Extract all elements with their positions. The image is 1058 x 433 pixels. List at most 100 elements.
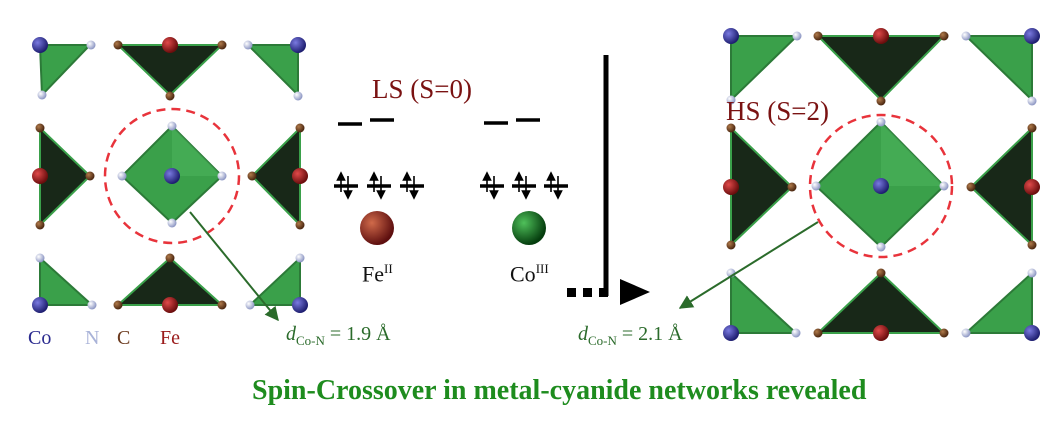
co-atom (290, 37, 306, 53)
n-atom (876, 242, 886, 252)
n-atom (876, 117, 886, 127)
n-atom (117, 171, 127, 181)
fe-ion-label: FeII (362, 261, 393, 287)
c-atom (295, 220, 305, 230)
c-atom (876, 268, 886, 278)
octahedron-fragment (815, 35, 947, 102)
c-atom (939, 31, 949, 41)
octahedron-fragment (815, 271, 947, 334)
n-atom (37, 90, 47, 100)
c-atom (217, 300, 227, 310)
c-atom (939, 328, 949, 338)
legend-n: N (85, 327, 100, 349)
c-atom (35, 123, 45, 133)
co-atom (1024, 28, 1040, 44)
legend-c: C (117, 327, 131, 349)
fe-atom (162, 37, 178, 53)
co-atom (32, 37, 48, 53)
octahedron-fragment (969, 125, 1033, 248)
c-atom (1027, 123, 1037, 133)
c-atom (247, 171, 257, 181)
electron-spins (336, 171, 563, 200)
co-atom (723, 28, 739, 44)
c-atom (85, 171, 95, 181)
n-atom (167, 218, 177, 228)
octahedron-fragment (963, 35, 1033, 103)
n-atom (939, 181, 949, 191)
n-atom (961, 31, 971, 41)
octahedron-fragment (39, 255, 95, 306)
co-atom (1024, 325, 1040, 341)
octahedron-fragment (247, 255, 301, 306)
c-atom (966, 182, 976, 192)
c-atom (813, 31, 823, 41)
octahedron-fragment (38, 44, 93, 98)
c-atom (295, 123, 305, 133)
legend-fe: Fe (160, 327, 180, 349)
highlight-circle-ls (103, 107, 241, 245)
distance-pointer-hs (678, 221, 819, 309)
n-atom (86, 40, 96, 50)
n-atom (295, 253, 305, 263)
c-atom (876, 96, 886, 106)
n-atom (245, 300, 255, 310)
c-atom (113, 40, 123, 50)
n-atom (811, 181, 821, 191)
n-atom (1027, 268, 1037, 278)
fe-atom (723, 179, 739, 195)
octahedron-fragment (245, 44, 299, 98)
n-atom (791, 328, 801, 338)
n-atom (217, 171, 227, 181)
fe-atom (873, 325, 889, 341)
c-atom (787, 182, 797, 192)
co-ion-label: CoIII (510, 261, 549, 287)
co-atom (723, 325, 739, 341)
n-atom (293, 91, 303, 101)
co-atom (164, 168, 180, 184)
c-atom (726, 123, 736, 133)
n-atom (167, 121, 177, 131)
n-atom (792, 31, 802, 41)
n-atom (1027, 96, 1037, 106)
co-atom (873, 178, 889, 194)
hs-state-label: HS (S=2) (726, 96, 829, 126)
co-atom (32, 297, 48, 313)
c-atom (35, 220, 45, 230)
octahedron-fragment (730, 35, 800, 103)
n-atom (243, 40, 253, 50)
co-n-distance-ls: dCo-N = 1.9 Å (286, 323, 391, 348)
c-atom (813, 328, 823, 338)
octahedron-fragment (730, 125, 794, 248)
highlight-circle-hs (808, 113, 954, 259)
co-atom (292, 297, 308, 313)
n-atom (35, 253, 45, 263)
c-atom (1027, 240, 1037, 250)
c-atom (217, 40, 227, 50)
ls-state-label: LS (S=0) (372, 74, 472, 104)
n-atom (961, 328, 971, 338)
ls-lattice (32, 37, 308, 322)
c-atom (165, 253, 175, 263)
fe-atom (32, 168, 48, 184)
fe-atom (162, 297, 178, 313)
n-atom (726, 95, 736, 105)
octahedron-fragment (963, 270, 1033, 334)
energy-diagram (334, 118, 568, 188)
co-ion-sphere (512, 211, 546, 245)
octahedron-fragment (730, 270, 799, 334)
distance-pointer-ls (189, 211, 279, 322)
c-atom (726, 240, 736, 250)
legend-co: Co (28, 327, 52, 349)
hs-lattice (678, 28, 1040, 341)
co-n-distance-hs: dCo-N = 2.1 Å (578, 323, 683, 348)
n-atom (87, 300, 97, 310)
fe-atom (1024, 179, 1040, 195)
fe-atom (873, 28, 889, 44)
fe-ion-sphere (360, 211, 394, 245)
fe-atom (292, 168, 308, 184)
transition-arrow (567, 279, 650, 305)
headline: Spin-Crossover in metal-cyanide networks… (252, 375, 867, 406)
c-atom (165, 91, 175, 101)
c-atom (113, 300, 123, 310)
